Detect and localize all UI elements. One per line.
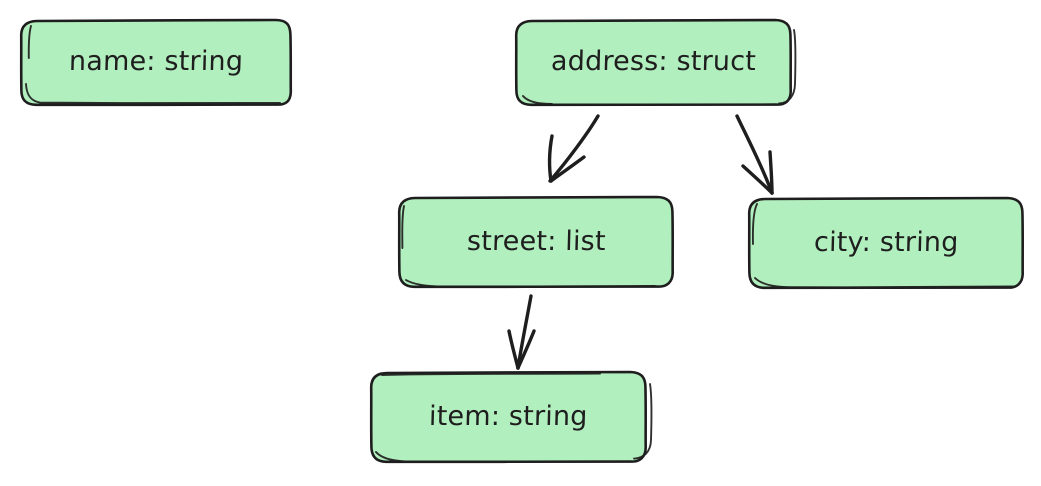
node-address[interactable]: address: struct	[517, 20, 790, 105]
node-shape-address[interactable]	[514, 18, 797, 107]
edge-address-city[interactable]	[735, 114, 774, 195]
edge-address-street[interactable]	[547, 114, 600, 183]
node-city[interactable]: city: string	[750, 198, 1022, 288]
edge-street-item[interactable]	[507, 294, 536, 370]
node-label-item: item: string	[428, 400, 589, 432]
node-label-street: street: list	[466, 225, 606, 257]
node-shape-item[interactable]	[369, 370, 653, 464]
node-street[interactable]: street: list	[400, 197, 672, 287]
node-name[interactable]: name: string	[22, 20, 290, 105]
node-label-name: name: string	[68, 46, 244, 77]
node-label-address: address: struct	[550, 46, 757, 77]
node-shape-name[interactable]	[19, 18, 293, 107]
node-label-city: city: string	[813, 226, 959, 258]
node-shape-city[interactable]	[747, 196, 1025, 290]
node-item[interactable]: item: string	[372, 372, 645, 462]
node-shape-street[interactable]	[397, 195, 675, 289]
